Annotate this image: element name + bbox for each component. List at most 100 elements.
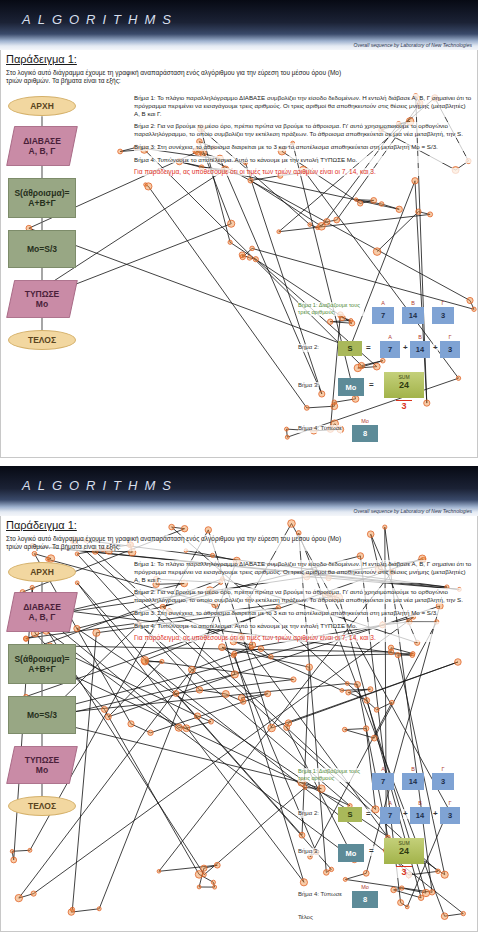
flow-connector [41, 632, 42, 644]
fixation-dot [228, 220, 235, 227]
value-number: 3 [441, 777, 445, 786]
value-box: Mo8 [352, 418, 378, 442]
fixation-dot [181, 526, 187, 532]
fixation-dot [97, 907, 101, 911]
value-number: 7 [388, 811, 392, 820]
slide-text: Στο λογικό αυτό διάγραμμα έχουμε τη γραφ… [6, 535, 346, 551]
fixation-dot [11, 857, 17, 863]
slide-text: Βήμα 4: Τύπωσε [298, 425, 342, 433]
fixation-dot [101, 706, 107, 712]
fixation-dot [231, 653, 235, 657]
value-number: 3 [441, 311, 445, 320]
fixation-dot [424, 400, 430, 406]
slide-text: Τέλος [298, 914, 313, 922]
panel-outline [1, 1, 478, 458]
fixation-dot [210, 553, 214, 557]
io-parallelogram: ΔΙΑΒΑΣΕ Α, Β, Γ [6, 126, 78, 166]
flow-connector [41, 268, 42, 280]
node-label: ΤΕΛΟΣ [28, 801, 56, 811]
slide-text: Βήμα 2: [298, 810, 319, 818]
variable-name: Mo [352, 884, 378, 891]
fixation-dot [372, 806, 379, 813]
slide-text: Βήμα 2: Για να βρούμε το μέσο όρο, πρέπε… [134, 588, 472, 604]
value-box: B14 [410, 800, 430, 824]
value-cell: 3 [432, 307, 454, 324]
slide-heading: Παράδειγμα 1: [6, 519, 77, 533]
value-box: B 14 [402, 766, 424, 790]
fixation-dot [343, 877, 347, 881]
operator-sign: + [403, 343, 408, 353]
fixation-dot [219, 644, 226, 651]
variable-name: Γ [432, 300, 454, 307]
fixation-dot [32, 551, 37, 556]
slide-text: Βήμα 3: Στη συνέχεια, το άθροισμα διαιρε… [134, 143, 472, 151]
text-column: Βήμα 1: Το πλάγιο παραλληλόγραμμο ΔΙΑΒΑΣ… [134, 94, 472, 181]
node-label: Mo=S/3 [27, 244, 57, 254]
fixation-dot [329, 867, 333, 871]
io-parallelogram: ΤΥΠΩΣΕ Mo [6, 280, 78, 318]
value-cell: 3 [440, 807, 460, 824]
value-box: Γ3 [432, 766, 454, 790]
node-label: ΤΥΠΩΣΕ Mo [18, 755, 66, 775]
flow-connector [41, 582, 42, 592]
fixation-dot [303, 786, 307, 790]
fixation-dot [31, 891, 36, 896]
value-box: Mo8 [352, 884, 378, 908]
fixation-dot [250, 246, 255, 251]
fixation-dot [175, 724, 182, 731]
fixation-dot [368, 687, 373, 692]
fixation-dot [349, 319, 353, 323]
terminator-oval: ΤΕΛΟΣ [8, 330, 76, 350]
fixation-dot [398, 900, 404, 906]
node-label: S(άθροισμα)= Α+Β+Γ [13, 654, 71, 674]
operator-sign: + [403, 809, 408, 819]
fixation-dot [363, 726, 368, 731]
fixation-dot [24, 636, 29, 641]
node-label: Mo [346, 383, 357, 392]
parallelogram-outline [7, 280, 78, 317]
fixation-dot [352, 396, 359, 403]
parallelogram-outline [7, 126, 78, 165]
fixation-dot [354, 198, 358, 202]
fixation-dot [441, 913, 448, 920]
fixation-dot [269, 655, 274, 660]
fixation-dot [68, 909, 74, 915]
fixation-dot [160, 659, 164, 663]
node-label: ΔΙΑΒΑΣΕ Α, Β, Γ [18, 136, 66, 156]
variable-name: Γ [440, 800, 460, 807]
value-cell: 14 [402, 307, 424, 324]
value-cell: 3 [432, 773, 454, 790]
flow-connector [41, 318, 42, 330]
value-number: 14 [409, 777, 417, 786]
fixation-dot [318, 785, 326, 793]
variable-name: B [402, 766, 424, 773]
fixation-dot [355, 682, 361, 688]
fixation-dot [169, 524, 175, 530]
variable-name: Γ [432, 766, 454, 773]
terminator-oval: ΑΡΧΗ [8, 562, 76, 582]
fixation-dot [379, 202, 384, 207]
variable-name: B [402, 300, 424, 307]
variable-name: B [410, 334, 430, 341]
sum-box: SUM24 [384, 372, 424, 398]
slide-text: Βήμα 2: [298, 344, 319, 352]
fixation-dot [396, 206, 402, 212]
value-cell: 8 [352, 891, 378, 908]
node-label: ΑΡΧΗ [30, 101, 54, 111]
fixation-dot [418, 895, 423, 900]
fixation-dot [381, 358, 386, 363]
slide-text: Βήμα 3: [298, 382, 319, 390]
fixation-dot [209, 719, 214, 724]
operator-sign: = [366, 343, 371, 353]
io-parallelogram: ΔΙΑΒΑΣΕ Α, Β, Γ [6, 592, 78, 632]
process-box: S(άθροισμα)= Α+Β+Γ [8, 178, 76, 218]
fixation-dot [201, 865, 207, 871]
fixation-dot [383, 525, 387, 529]
value-number: 14 [416, 811, 424, 820]
operator-sign: + [433, 809, 438, 819]
node-label: Mo=S/3 [27, 710, 57, 720]
node-label: S [347, 810, 352, 819]
value-box: A7 [380, 334, 400, 358]
fixation-dot [253, 257, 258, 262]
